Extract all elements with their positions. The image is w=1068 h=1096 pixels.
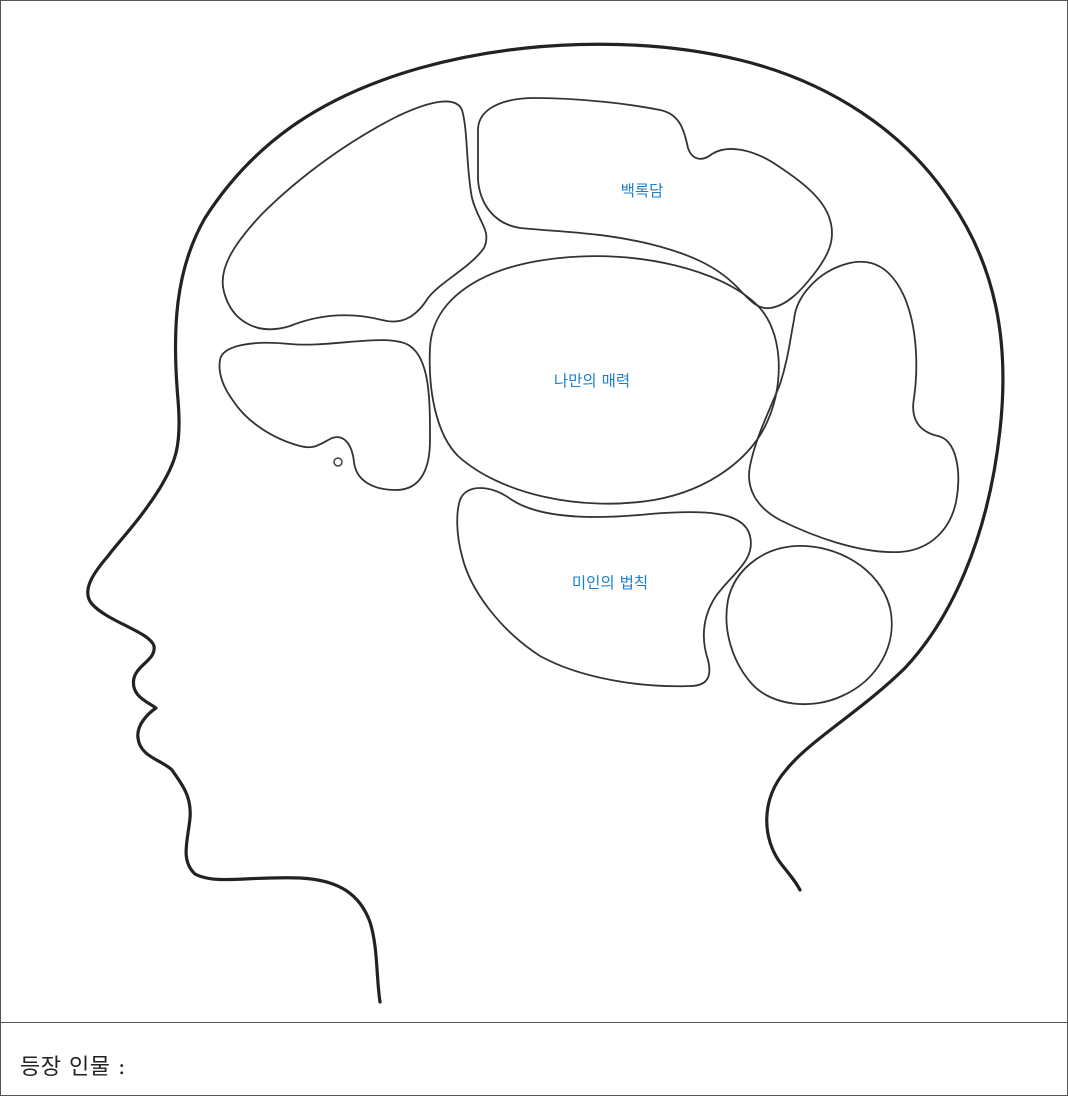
footer-divider <box>0 1022 1068 1023</box>
region-top <box>477 97 833 309</box>
label-center: 나만의 매력 <box>554 372 630 390</box>
region-back-upper <box>748 260 960 553</box>
region-lower <box>456 487 752 688</box>
region-back-lower <box>725 545 893 706</box>
head-diagram: 백록담 나만의 매력 미인의 법칙 <box>86 42 1005 1004</box>
eye-dot <box>333 457 343 467</box>
footer: 등장 인물 : <box>0 1023 1068 1095</box>
label-top: 백록담 <box>621 182 664 200</box>
characters-label: 등장 인물 : <box>20 1055 126 1080</box>
head-outline <box>86 42 1005 1004</box>
region-front-upper <box>221 100 488 331</box>
region-center <box>428 255 780 505</box>
region-front-lower <box>218 339 431 491</box>
label-lower: 미인의 법칙 <box>572 574 648 592</box>
